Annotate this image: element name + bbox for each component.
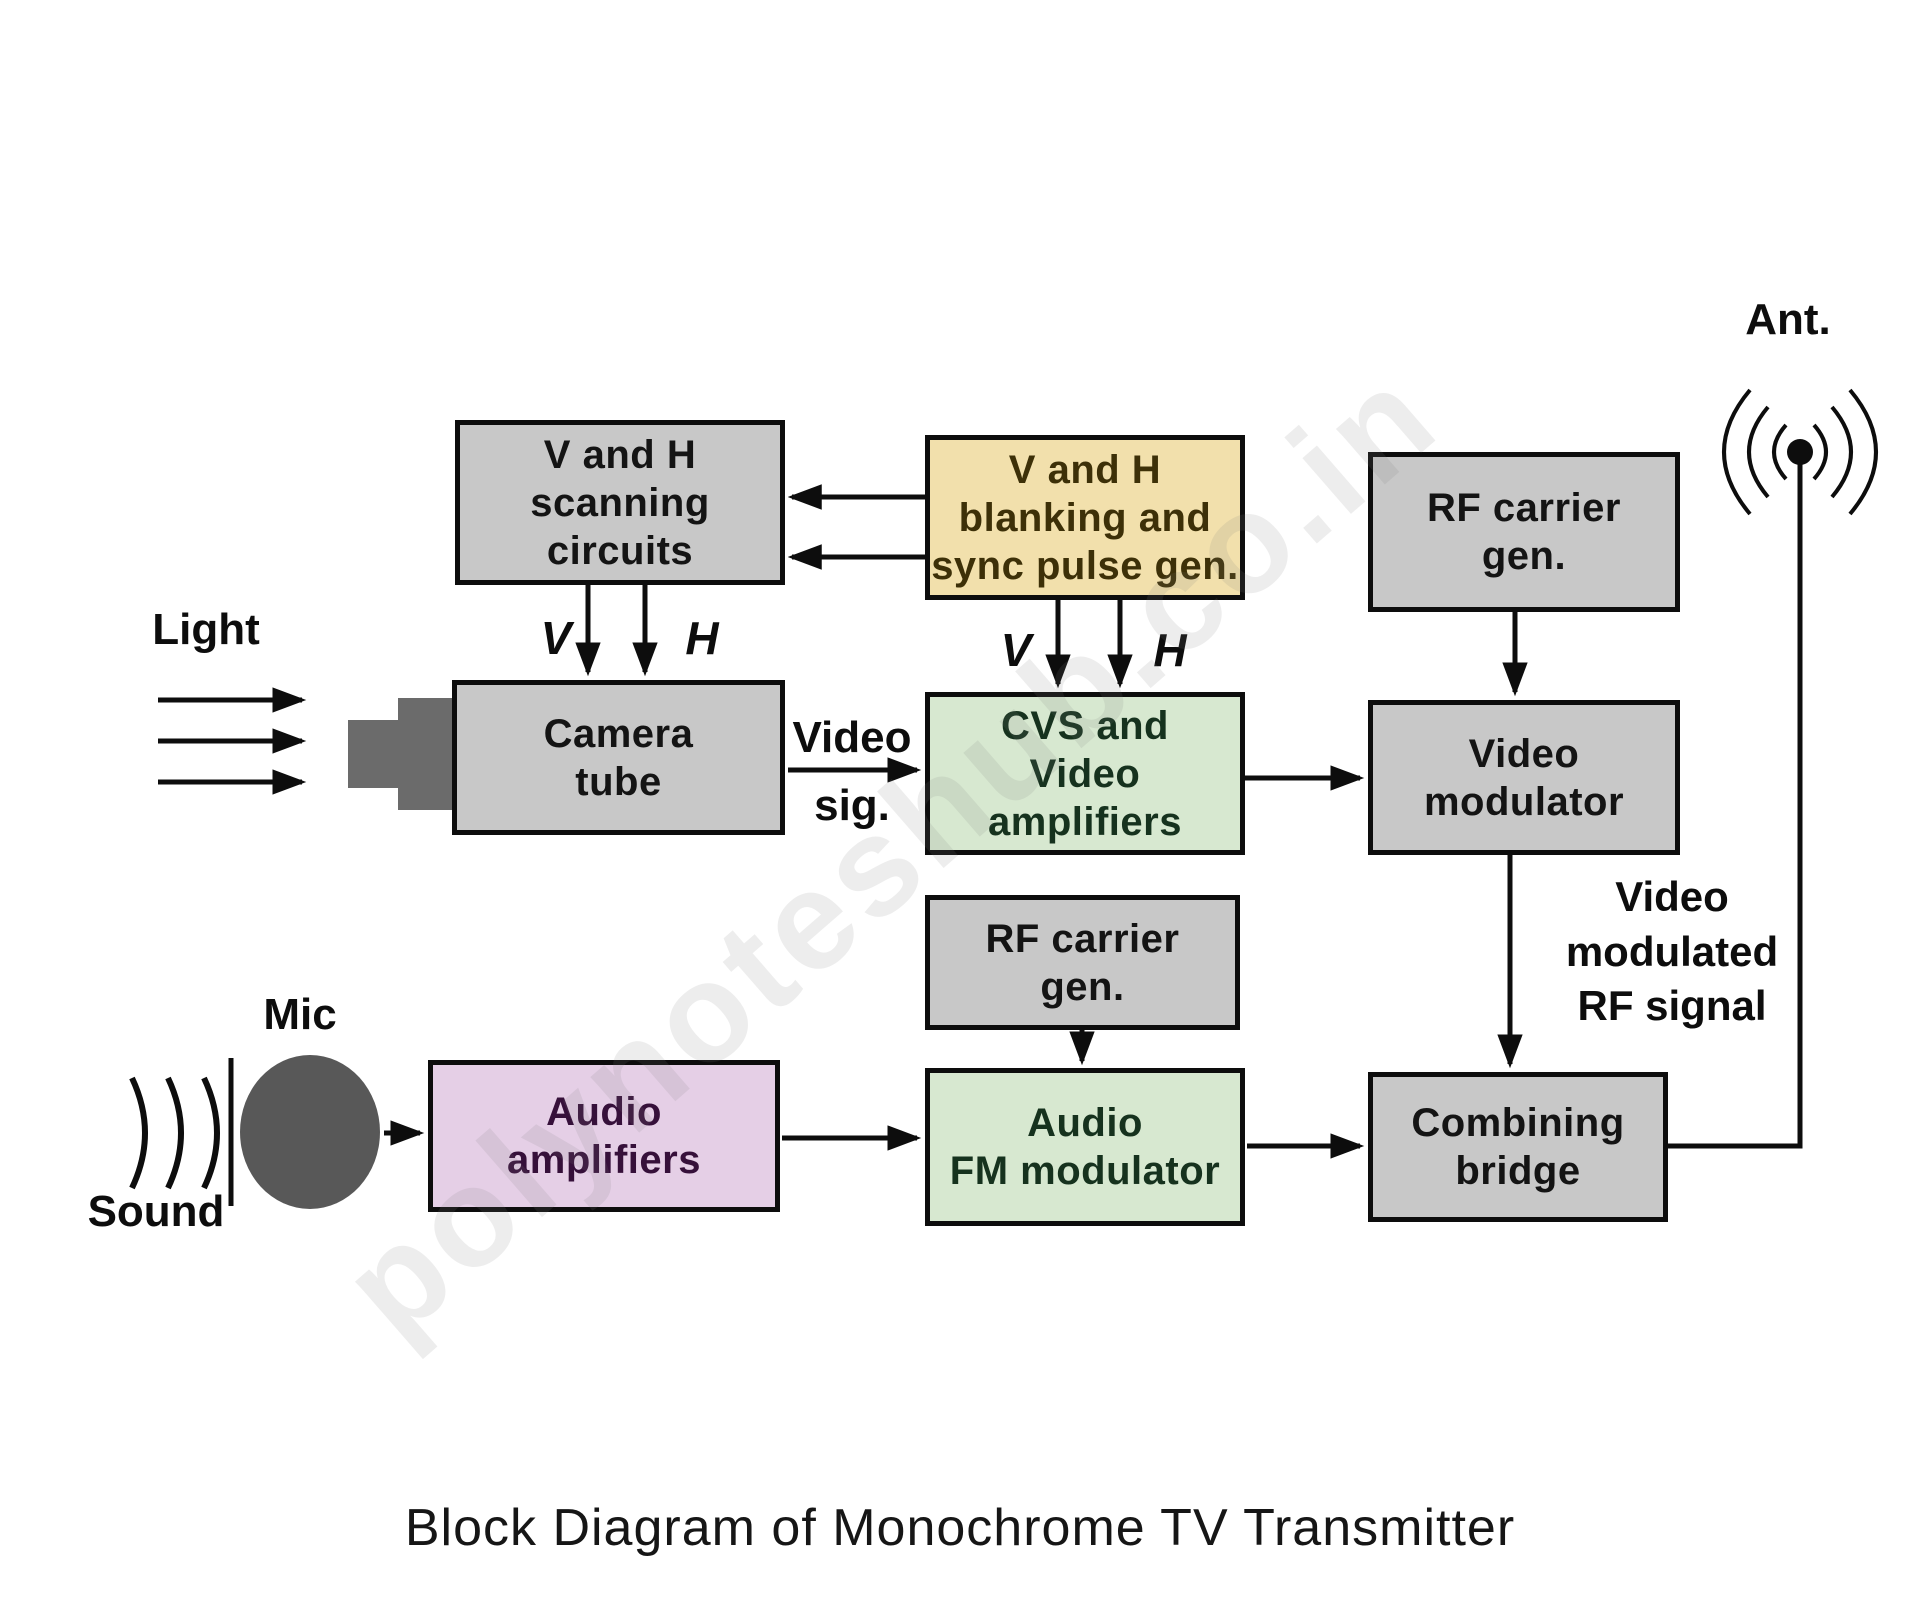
antenna-dot	[1787, 439, 1813, 465]
block-video-modulator: Video modulator	[1368, 700, 1680, 855]
sound-label: Sound	[87, 1187, 225, 1236]
video-sig-label: Video sig.	[792, 712, 912, 830]
diagram-title: Block Diagram of Monochrome TV Transmitt…	[404, 1499, 1516, 1557]
block-audio-fm-modulator: Audio FM modulator	[925, 1068, 1245, 1226]
v-label-scanning: V	[540, 612, 572, 664]
arrow-blanking-to-scanning	[787, 484, 925, 570]
v-label-blanking: V	[1000, 624, 1032, 676]
block-rf-carrier-gen-top: RF carrier gen.	[1368, 452, 1680, 612]
h-label-blanking: H	[1153, 624, 1187, 676]
light-arrows	[158, 687, 307, 795]
mic-icon	[240, 1055, 380, 1209]
block-scanning-circuits: V and H scanning circuits	[455, 420, 785, 585]
block-audio-amplifiers: Audio amplifiers	[428, 1060, 780, 1212]
block-cvs-video-amplifiers: CVS and Video amplifiers	[925, 692, 1245, 855]
line-combining-to-antenna	[1668, 464, 1803, 1149]
antenna-label: Ant.	[1745, 295, 1831, 344]
block-rf-carrier-gen-mid: RF carrier gen.	[925, 895, 1240, 1030]
arrow-blanking-to-cvs	[1045, 600, 1133, 689]
video-modulated-rf-label: Video modulated RF signal	[1565, 873, 1779, 1030]
block-camera-tube: Camera tube	[452, 680, 785, 835]
arrow-scanning-to-camera	[575, 585, 658, 677]
mic-label: Mic	[263, 990, 337, 1039]
block-blanking-sync-pulse-gen: V and H blanking and sync pulse gen.	[925, 435, 1245, 600]
block-combining-bridge: Combining bridge	[1368, 1072, 1668, 1222]
light-label: Light	[152, 605, 260, 654]
sound-waves-icon	[129, 1076, 220, 1190]
antenna-icon	[1722, 388, 1878, 516]
h-label-scanning: H	[685, 612, 719, 664]
